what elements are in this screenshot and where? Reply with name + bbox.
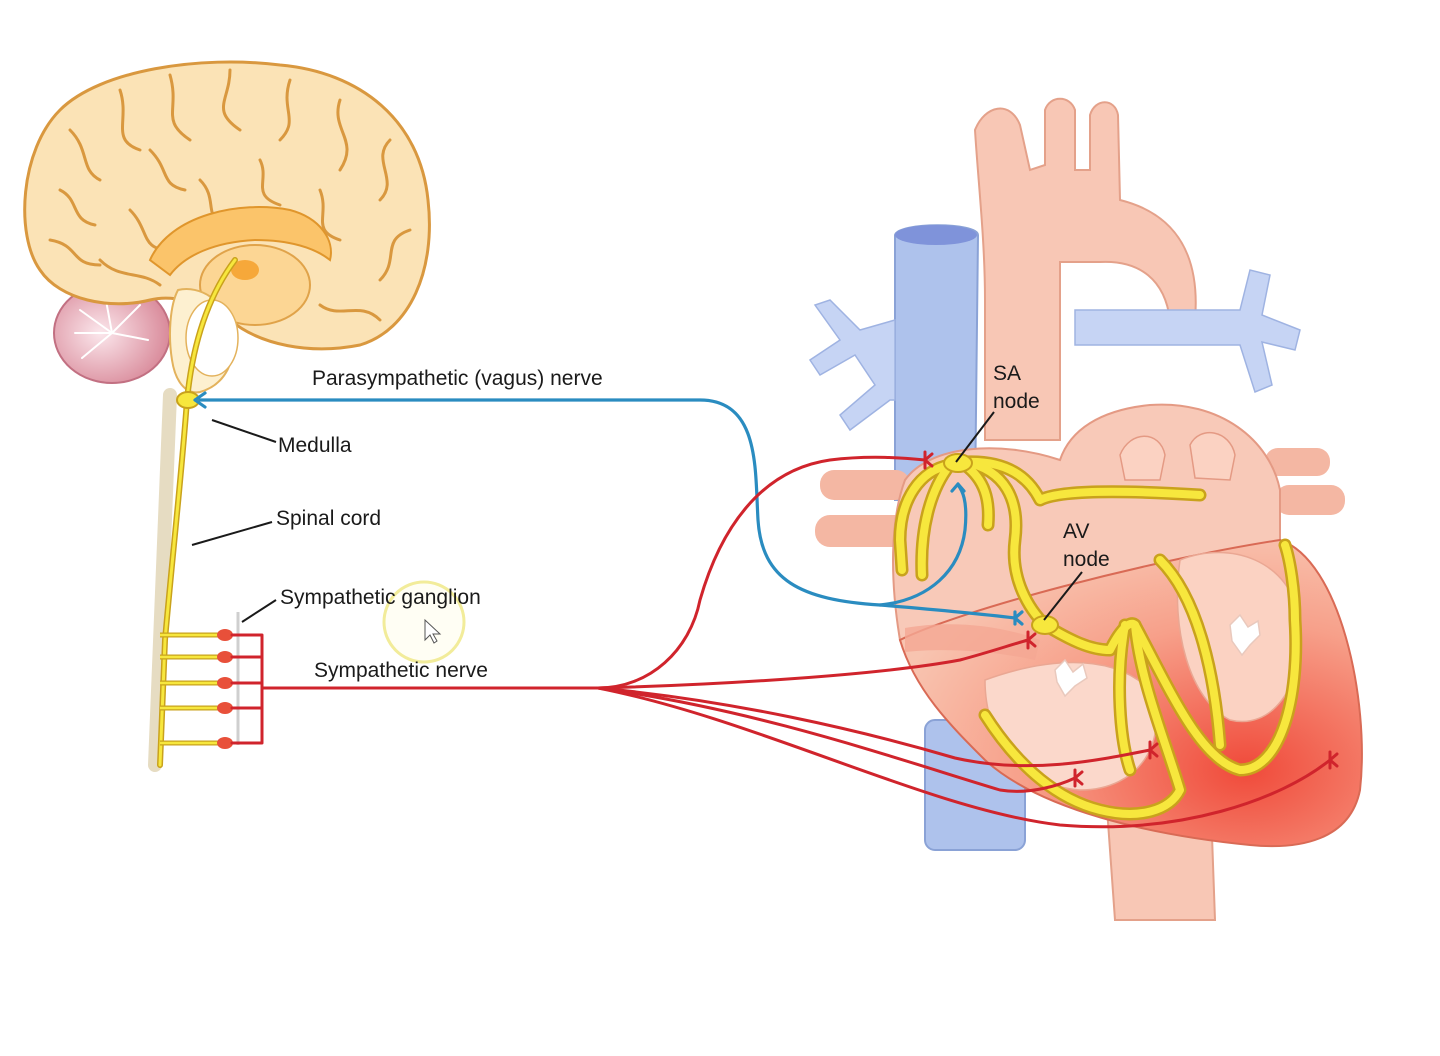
spinal-cord [148,257,238,772]
sa-node [943,453,973,473]
label-parasympathetic-nerve: Parasympathetic (vagus) nerve [312,367,603,390]
label-sympathetic-ganglion: Sympathetic ganglion [280,586,481,609]
label-av-node-line2: node [1063,548,1110,571]
sympathetic-ganglia [160,612,264,749]
parasympathetic-nerve [193,391,1024,626]
label-sympathetic-nerve: Sympathetic nerve [314,659,488,682]
av-node-leader [1043,571,1083,621]
sa-node-leader [955,411,995,463]
sympathetic-nerve [260,450,1339,829]
conduction-system [893,453,1303,821]
spinal-cord-leader [191,521,273,546]
av-node [1031,615,1059,635]
label-spinal-cord: Spinal cord [276,507,381,530]
brain [23,60,431,394]
label-sa-node-line2: node [993,390,1040,413]
label-sa-node-line1: SA [993,362,1021,385]
cursor-arrow-icon [424,618,442,644]
cursor-highlight [382,580,466,664]
pulmonary-artery [1074,269,1301,394]
label-av-node-line1: AV [1063,520,1089,543]
ganglion-leader [241,599,277,623]
heart [808,97,1363,921]
medulla-leader [211,419,277,443]
corpus-callosum [148,206,332,277]
cerebrum [23,60,431,351]
label-medulla: Medulla [278,434,352,457]
aorta [973,97,1197,441]
